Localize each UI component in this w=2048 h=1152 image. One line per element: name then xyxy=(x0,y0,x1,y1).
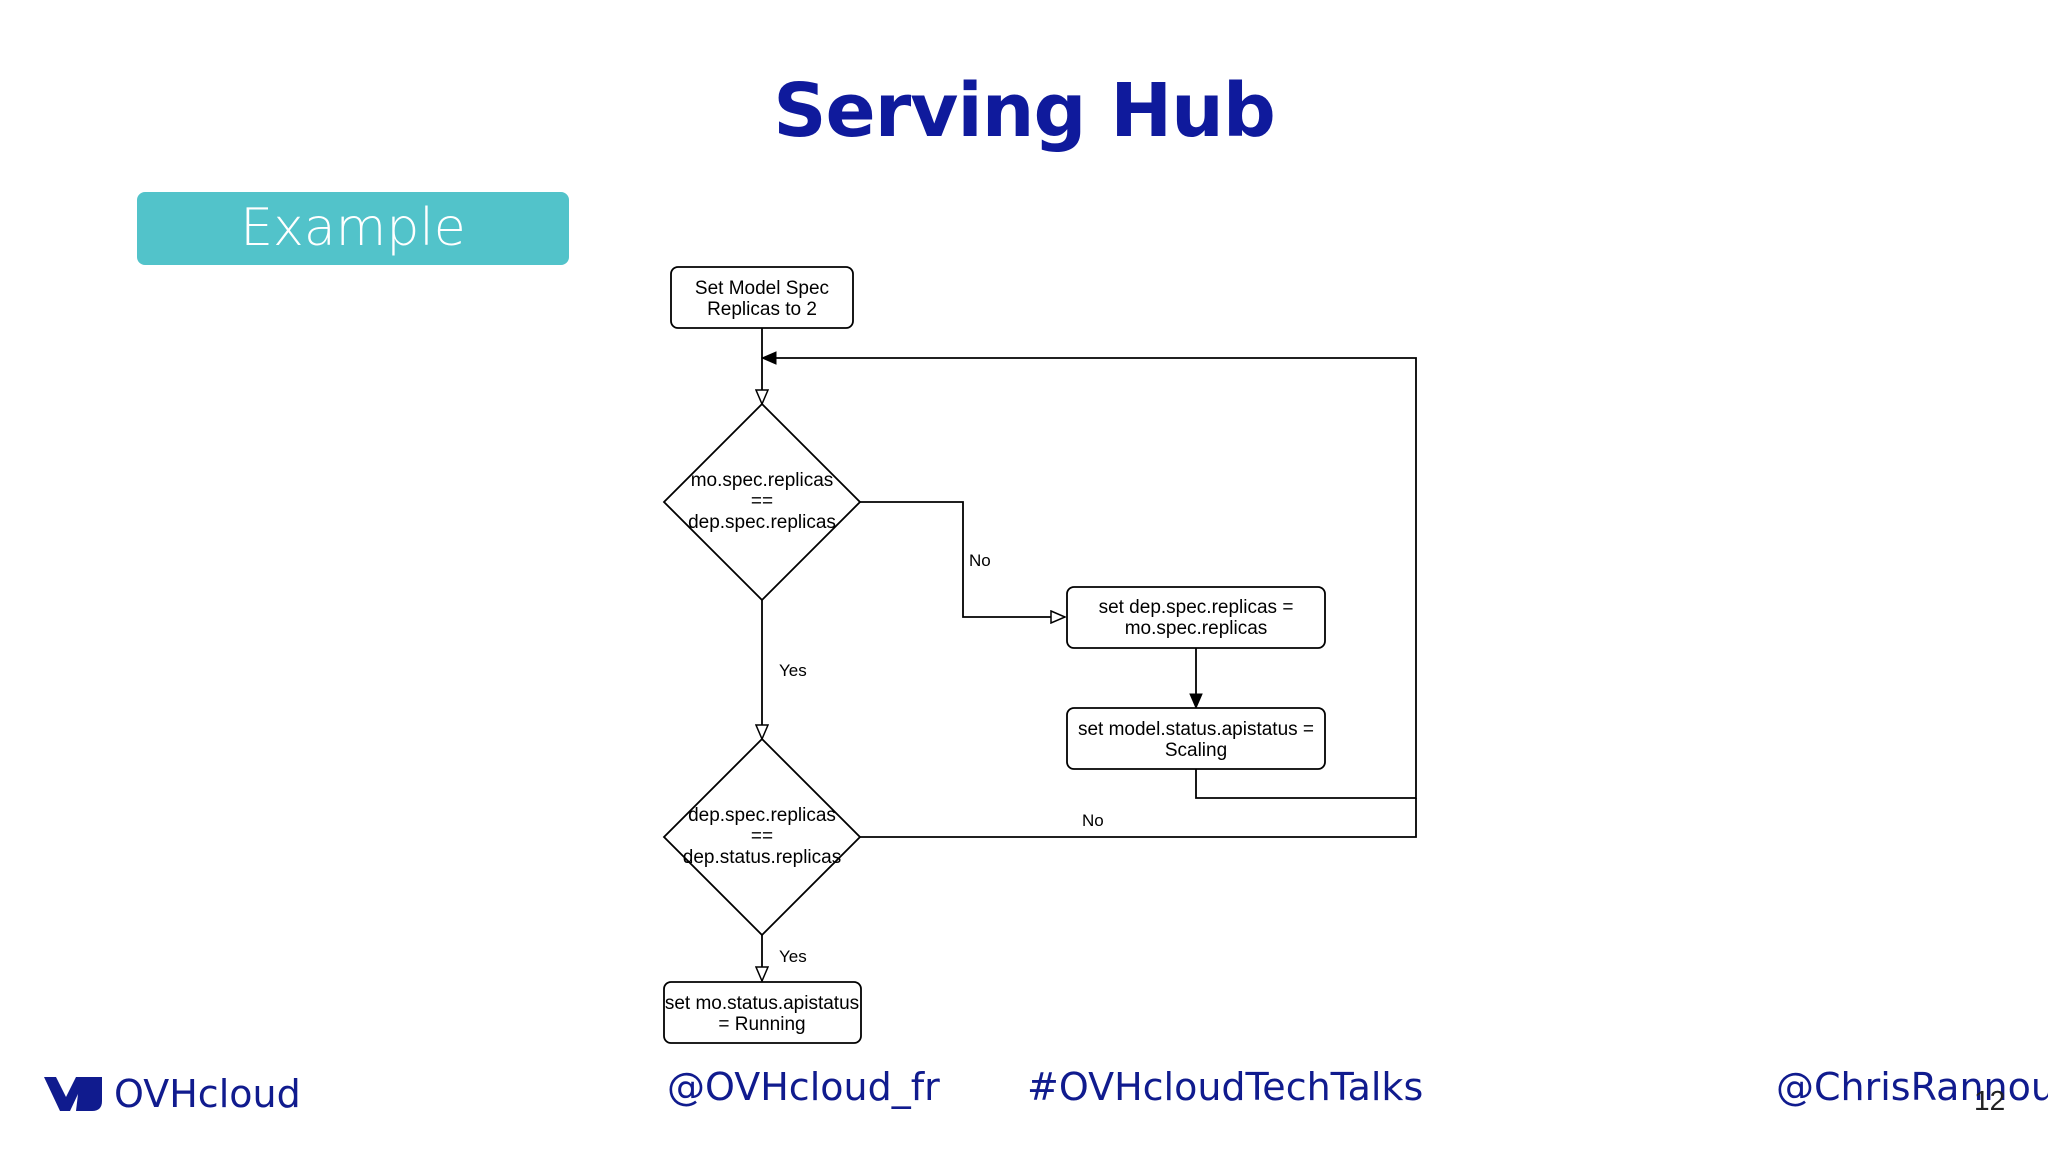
node-set-dep-line1: set dep.spec.replicas = xyxy=(1099,597,1294,618)
slide-title: Serving Hub xyxy=(773,68,1276,154)
node-set-scaling-line2: Scaling xyxy=(1165,740,1227,761)
node-set-dep-line2: mo.spec.replicas xyxy=(1125,618,1268,639)
node-start-line1: Set Model Spec xyxy=(695,278,829,299)
ovhcloud-logo: OVHcloud xyxy=(42,1072,301,1116)
node-decision2: dep.spec.replicas == dep.status.replicas xyxy=(662,737,862,937)
node-decision1: mo.spec.replicas == dep.spec.replicas xyxy=(662,402,862,602)
company-handle: @OVHcloud_fr xyxy=(667,1065,940,1109)
event-hashtag: #OVHcloudTechTalks xyxy=(1027,1065,1424,1109)
ovhcloud-logo-icon xyxy=(44,1077,102,1111)
edge-label-d2-no: No xyxy=(1082,811,1104,830)
edge-decision2-no xyxy=(860,798,1417,838)
node-decision2-line3: dep.status.replicas xyxy=(683,847,841,868)
edge-label-d1-no: No xyxy=(969,551,991,570)
node-decision2-line2: == xyxy=(751,826,773,847)
node-start: Set Model Spec Replicas to 2 xyxy=(670,266,854,329)
page-number: 12 xyxy=(1974,1085,2006,1116)
speaker-handle: @ChrisRannou xyxy=(1776,1065,2048,1109)
node-set-scaling-line1: set model.status.apistatus = xyxy=(1078,719,1314,740)
node-start-line2: Replicas to 2 xyxy=(707,299,817,320)
brand-name: OVHcloud xyxy=(114,1072,301,1116)
node-set-running-line1: set mo.status.apistatus xyxy=(665,993,859,1014)
node-decision1-line3: dep.spec.replicas xyxy=(688,512,836,533)
node-set-running: set mo.status.apistatus = Running xyxy=(663,981,862,1044)
example-tag: Example xyxy=(137,192,569,265)
node-decision2-line1: dep.spec.replicas xyxy=(688,805,836,826)
node-decision1-line1: mo.spec.replicas xyxy=(691,470,834,491)
edge-decision1-no xyxy=(860,501,1065,617)
node-decision1-line2: == xyxy=(751,491,773,512)
node-set-running-line2: = Running xyxy=(718,1014,805,1035)
node-set-dep: set dep.spec.replicas = mo.spec.replicas xyxy=(1066,586,1326,649)
edge-label-d2-yes: Yes xyxy=(779,947,807,966)
node-set-scaling: set model.status.apistatus = Scaling xyxy=(1066,707,1326,770)
edge-label-d1-yes: Yes xyxy=(779,661,807,680)
